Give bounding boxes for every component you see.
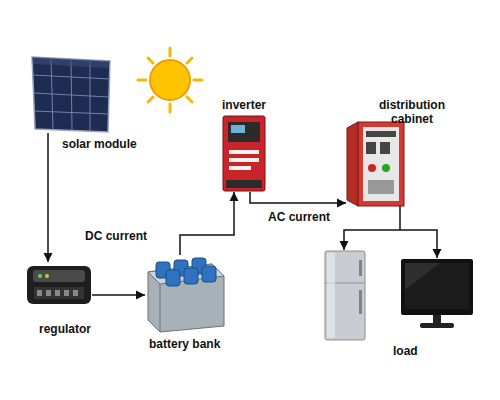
arrow-head xyxy=(44,253,53,262)
arrow-head xyxy=(230,192,239,201)
component-label: distribution cabinet xyxy=(373,98,451,126)
arrow-head xyxy=(433,249,442,258)
wire-connector xyxy=(180,192,239,255)
component-label: load xyxy=(393,344,453,358)
component-box: distribution cabinet xyxy=(346,118,406,206)
wire-line xyxy=(92,294,145,296)
wire-line xyxy=(180,192,234,255)
wire-connector xyxy=(340,206,442,258)
wire-connector xyxy=(44,133,53,262)
edge-label: AC current xyxy=(268,210,330,224)
wire-line xyxy=(344,206,437,258)
component-box: load xyxy=(322,250,475,342)
arrow-head xyxy=(340,241,349,250)
distribution-cabinet xyxy=(347,122,404,206)
sun xyxy=(138,48,202,112)
wire-connector xyxy=(250,192,346,208)
component-box: regulator xyxy=(25,262,92,307)
wire-line xyxy=(47,133,49,262)
charge-regulator xyxy=(27,266,91,304)
component-label: battery bank xyxy=(149,337,239,351)
component-label: solar module xyxy=(62,137,152,151)
fridge xyxy=(325,251,365,340)
edge-label: DC current xyxy=(85,229,147,243)
arrow-head xyxy=(337,199,346,208)
wire-line xyxy=(250,192,346,203)
component-box: solar module xyxy=(30,55,112,133)
component-label: inverter xyxy=(222,98,292,112)
solar-panel xyxy=(32,57,110,132)
arrow-head xyxy=(136,291,145,300)
wire-connector xyxy=(92,291,145,300)
component-box: inverter xyxy=(222,115,266,192)
component-label: regulator xyxy=(39,322,119,336)
inverter-unit xyxy=(223,116,265,191)
television xyxy=(401,259,473,328)
battery-bank xyxy=(148,258,224,332)
component-box: battery bank xyxy=(145,255,225,332)
